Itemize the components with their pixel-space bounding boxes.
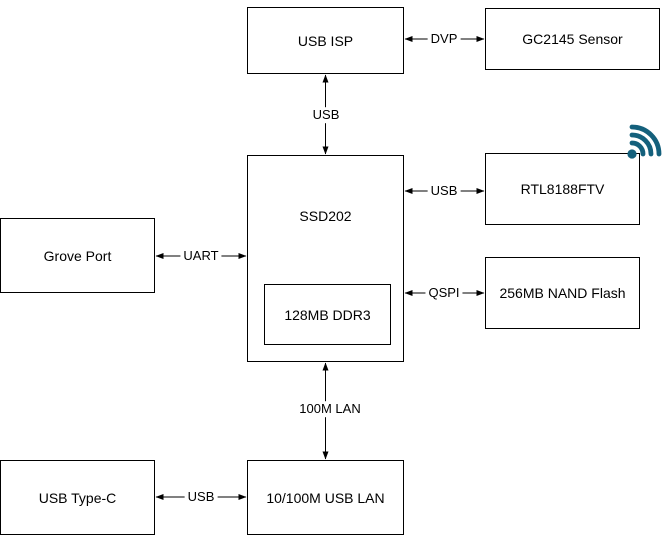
node-ssd202: SSD202 128MB DDR3 xyxy=(247,155,404,362)
node-usb-lan-label: 10/100M USB LAN xyxy=(266,489,385,506)
wifi-arc-3 xyxy=(629,124,662,157)
node-grove-port: Grove Port xyxy=(0,218,155,293)
node-256mb-nand-flash: 256MB NAND Flash xyxy=(485,257,640,329)
wifi-icon xyxy=(627,124,662,159)
node-rtl8188ftv: RTL8188FTV xyxy=(485,153,640,225)
edge-label-100m-lan: 100M LAN xyxy=(296,401,364,417)
node-usb-type-c: USB Type-C xyxy=(0,460,155,535)
node-usb-isp: USB ISP xyxy=(247,7,404,74)
node-gc2145-sensor-label: GC2145 Sensor xyxy=(522,31,623,47)
node-ssd202-label: SSD202 xyxy=(299,208,352,224)
wifi-dot xyxy=(627,149,637,159)
edge-label-usb-wifi: USB xyxy=(427,183,461,199)
node-usb-isp-label: USB ISP xyxy=(297,32,354,49)
edge-label-qspi: QSPI xyxy=(425,285,463,301)
node-usb-lan: 10/100M USB LAN xyxy=(247,460,404,535)
edge-label-usb-top: USB xyxy=(309,107,343,123)
node-128mb-ddr3-label: 128MB DDR3 xyxy=(284,306,371,323)
edge-label-dvp: DVP xyxy=(427,31,461,47)
wifi-arc-2 xyxy=(629,132,654,157)
node-rtl8188ftv-label: RTL8188FTV xyxy=(520,181,605,197)
node-gc2145-sensor: GC2145 Sensor xyxy=(485,8,660,70)
node-usb-type-c-label: USB Type-C xyxy=(38,489,117,506)
node-grove-port-label: Grove Port xyxy=(43,247,112,264)
node-256mb-nand-flash-label: 256MB NAND Flash xyxy=(499,285,626,301)
edge-label-uart: UART xyxy=(180,248,222,264)
node-128mb-ddr3: 128MB DDR3 xyxy=(264,284,391,345)
edge-label-usb-bottom: USB xyxy=(184,489,218,505)
wifi-arc-1 xyxy=(629,140,646,157)
